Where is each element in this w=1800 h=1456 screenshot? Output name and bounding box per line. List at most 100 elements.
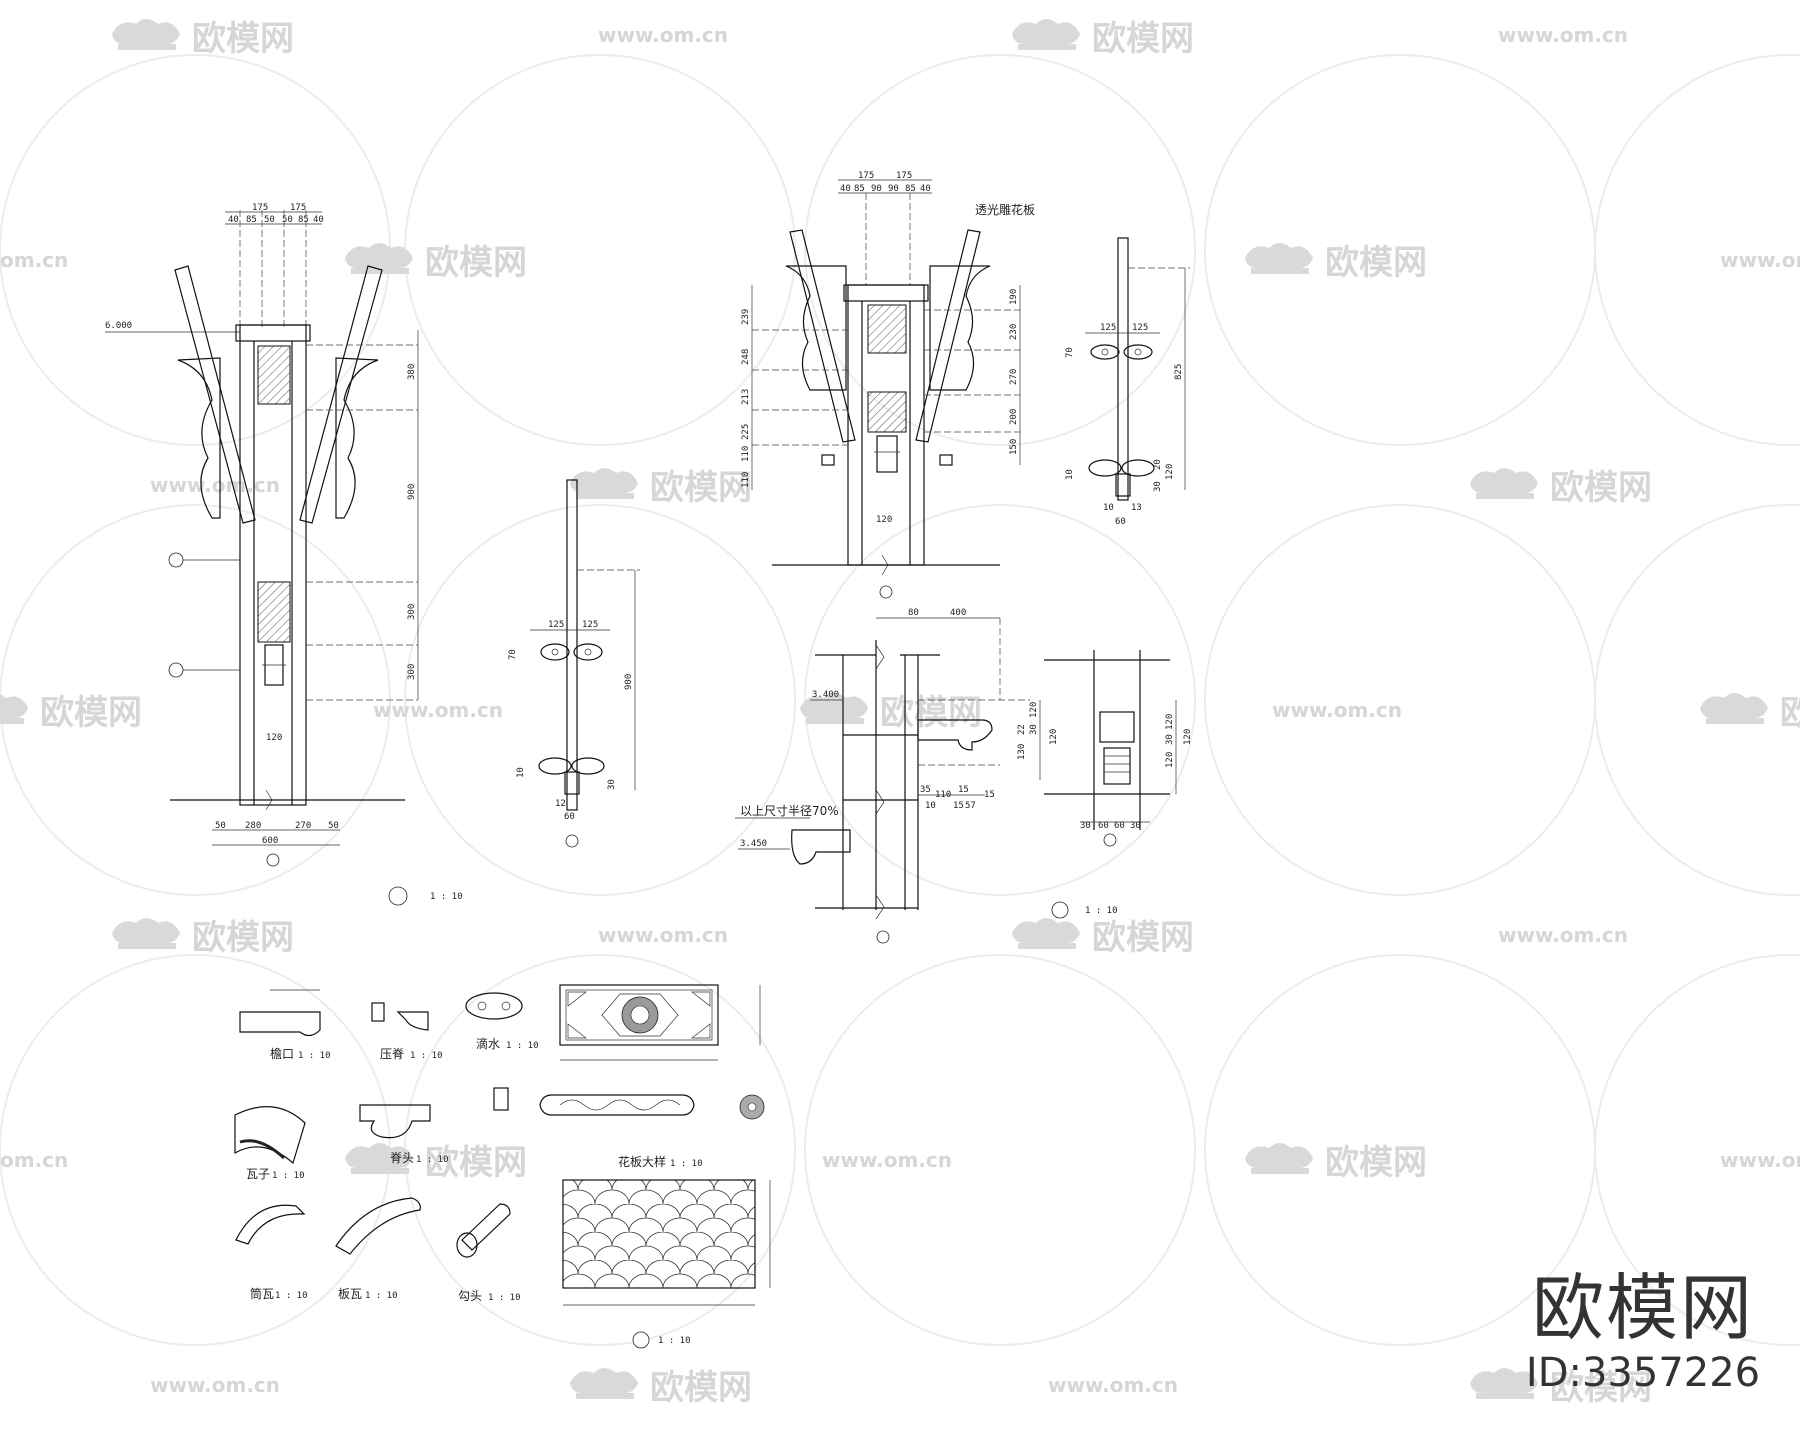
watermark-url: om.cn	[0, 248, 68, 272]
dim-label: 125	[548, 620, 564, 630]
dim-label: 50	[264, 215, 275, 225]
dim-label: 270	[295, 821, 311, 831]
dim-label: 40	[313, 215, 324, 225]
dim-label: 400	[950, 608, 966, 618]
dim-label: 90	[871, 184, 882, 194]
ornament-label: 滴水	[476, 1036, 500, 1051]
watermark-logo-text: 欧模网	[1092, 19, 1194, 59]
dim-label: 70	[1065, 347, 1075, 358]
dim-label: 120	[1165, 464, 1175, 480]
brand-name: 欧模网	[1531, 1266, 1754, 1350]
dim-label: 270	[1009, 369, 1019, 385]
dim-label: 50	[215, 821, 226, 831]
dim-label: 110	[741, 446, 751, 462]
watermark-url: www.om.cn	[150, 1373, 280, 1397]
ornament-label: 花板大样	[618, 1154, 666, 1169]
dim-label: 175	[290, 203, 306, 213]
dim-label: 30	[607, 779, 617, 790]
scale-label: 1 : 10	[1085, 906, 1118, 916]
watermark-logo-text: 欧模网	[1780, 693, 1800, 733]
dim-label: 120	[876, 515, 892, 525]
dim-label: 15	[984, 790, 995, 800]
note-label: 以上尺寸半径70%	[740, 804, 839, 818]
watermark-logo-text: 欧模网	[1092, 918, 1194, 958]
watermark-logo-text: 欧模网	[1325, 243, 1427, 283]
dim-label: 380	[407, 364, 417, 380]
dim-label: 248	[741, 349, 751, 365]
dim-label: 125	[1132, 323, 1148, 333]
watermark-url: www.om.cn	[1272, 698, 1402, 722]
ornament-label: 勾头	[458, 1289, 482, 1303]
dim-label: 90	[888, 184, 899, 194]
brand-block: 欧模网 ID:3357226	[1508, 1268, 1778, 1398]
watermark-url: www.om.cn	[1048, 1373, 1178, 1397]
elevation-label: 3.400	[812, 690, 839, 700]
watermark-logo-text: 欧模网	[880, 693, 982, 733]
dim-label: 15	[958, 785, 969, 795]
dim-label: 175	[858, 171, 874, 181]
elevation-label: 3.450	[740, 839, 767, 849]
base-detail: 120 30 120 120 30 60 60 30	[1044, 650, 1193, 847]
watermark-logo-text: 欧模网	[1550, 1368, 1652, 1408]
dim-label: 13	[1131, 503, 1142, 513]
watermark-logo-text: 欧模网	[425, 243, 527, 283]
bracket-detail: 80 400 3.400 120 30 22 130 120 35 110 15…	[735, 608, 1118, 944]
dim-label: 10	[925, 801, 936, 811]
dim-label: 120	[1029, 702, 1039, 718]
dim-label: 120	[266, 733, 282, 743]
dim-label: 120	[1183, 729, 1193, 745]
dim-label: 125	[582, 620, 598, 630]
dim-label: 60	[1115, 517, 1126, 527]
watermark-layer: 欧模网 欧模网 欧模网 欧模网 欧模网 欧模网 欧模网 欧模网 欧模网 欧模网 …	[0, 19, 1800, 1408]
ornament-label: 筒瓦	[250, 1286, 274, 1301]
dim-label: 30	[1130, 821, 1141, 831]
ornament-label: 瓦子	[246, 1167, 270, 1181]
note-label: 透光雕花板	[975, 202, 1035, 217]
dim-label: 120	[1165, 714, 1175, 730]
watermark-logo-text: 欧模网	[1325, 1143, 1427, 1183]
ornament-label: 脊头	[390, 1151, 414, 1165]
dim-label: 280	[245, 821, 261, 831]
dim-label: 125	[1100, 323, 1116, 333]
dim-label: 12	[555, 799, 566, 809]
scale-label: 1 : 10	[410, 1051, 443, 1061]
watermark-url: www.om.cn	[150, 473, 280, 497]
dim-label: 130	[1017, 744, 1027, 760]
dim-label: 50	[328, 821, 339, 831]
watermark-url: www.om.cn	[1498, 23, 1628, 47]
watermark-url: www.om.cn	[598, 923, 728, 947]
watermark-url: www.om.cn	[822, 1148, 952, 1172]
dim-label: 10	[1065, 469, 1075, 480]
elevation-label: 6.000	[105, 321, 132, 331]
ornament-label: 檐口	[270, 1047, 294, 1061]
scale-label: 1 : 10	[298, 1051, 331, 1061]
dim-label: 70	[508, 649, 518, 660]
dim-label: 85	[854, 184, 865, 194]
dim-label: 110	[741, 472, 751, 488]
dim-label: 175	[252, 203, 268, 213]
dim-label: 120	[1049, 729, 1059, 745]
dim-label: 30	[1029, 724, 1039, 735]
watermark-url: www.om.cn	[373, 698, 503, 722]
dim-label: 80	[908, 608, 919, 618]
dim-label: 190	[1009, 289, 1019, 305]
dim-label: 35	[920, 785, 931, 795]
dim-label: 10	[1103, 503, 1114, 513]
scale-label: 1 : 10	[658, 1336, 691, 1346]
ornament-label: 压脊	[380, 1047, 404, 1061]
scale-label: 1 : 10	[365, 1291, 398, 1301]
watermark-logo-text: 欧模网	[650, 1368, 752, 1408]
watermark-logo-text: 欧模网	[192, 918, 294, 958]
dim-label: 200	[1009, 409, 1019, 425]
scale-label: 1 : 10	[670, 1159, 703, 1169]
dim-label: 15	[953, 801, 964, 811]
dim-label: 85	[246, 215, 257, 225]
dim-label: 225	[741, 424, 751, 440]
left-elevation-detail: 175 175 40 85 50 50 85 40 6.000	[105, 203, 463, 906]
dim-label: 30	[1165, 734, 1175, 745]
center-elevation-detail: 175 175 40 85 90 90 85 40 透光雕花板 239 248	[741, 171, 1035, 599]
watermark-logo-text: 欧模网	[425, 1143, 527, 1183]
dim-label: 900	[407, 484, 417, 500]
watermark-url: www.om.cn	[598, 23, 728, 47]
dim-label: 239	[741, 309, 751, 325]
